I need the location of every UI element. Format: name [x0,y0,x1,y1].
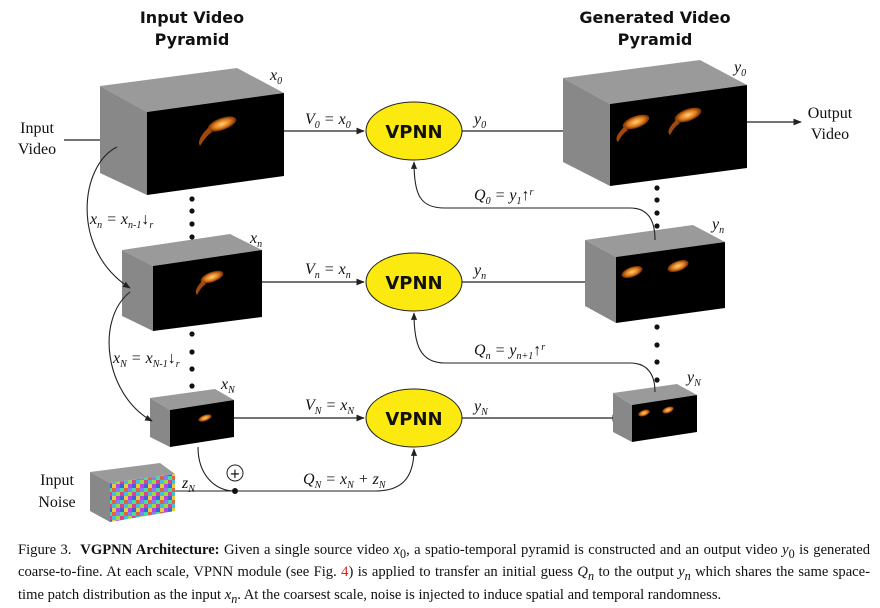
upsample-arrow-qn [410,312,656,393]
downsample-arrow-n [86,146,131,289]
input-video-label-2: Video [18,141,56,158]
input-noise-label-2: Noise [38,494,75,511]
caption-title: VGPNN Architecture: [80,542,220,558]
header-line-2: Pyramid [618,30,693,49]
svg-text:VPNN: VPNN [385,409,442,430]
cube-zN-noise [90,463,175,522]
qn-eq: Qn = yn+1↑r [474,342,545,362]
figure-caption: Figure 3. VGPNN Architecture: Given a si… [18,542,870,606]
input-video-label-1: Input [20,120,54,137]
cube-xn [122,234,262,331]
yn-edge-label: yn [472,262,486,282]
q0-eq: Q0 = y1↑r [474,187,533,207]
xn-downsample-eq: xn = xn-1↓r [89,211,153,231]
output-video-label-2: Video [811,126,849,143]
vpnn-module-n: VPNN [365,252,463,312]
figure-reference-link[interactable]: 4 [341,564,349,581]
cube-x0 [100,68,284,195]
goldfish-icon [668,107,702,135]
vpnn-module-N: VPNN [365,388,463,448]
header-line-1: Input Video [140,8,244,27]
ellipsis-dots-output [654,185,660,383]
plus-operator-icon: + [226,464,244,482]
goldfish-icon [198,414,212,422]
cube-yn [585,225,725,323]
goldfish-icon [638,409,650,417]
vpnn-module-0: VPNN [365,101,463,161]
v0-eq: V0 = x0 [305,111,351,131]
generated-pyramid-header: Generated Video Pyramid [579,8,730,49]
yN-label: yN [685,369,702,389]
xn-label: xn [249,230,262,250]
header-line-1: Generated Video [579,8,730,27]
qN-eq: QN = xN + zN [303,471,387,491]
yN-edge-label: yN [472,398,489,418]
svg-text:VPNN: VPNN [385,273,442,294]
yn-label: yn [710,216,724,236]
vN-eq: VN = xN [305,397,355,417]
svg-text:+: + [230,467,241,482]
junction-dot [232,488,238,494]
output-video-label-1: Output [808,105,853,122]
vn-eq: Vn = xn [305,261,351,281]
xN-downsample-eq: xN = xN-1↓r [112,350,180,370]
upsample-arrow-q0 [410,161,656,241]
zN-label: zN [181,475,196,495]
downsample-arrow-N [108,291,153,422]
y0-label: y0 [732,59,746,79]
cube-yN [613,384,697,442]
architecture-diagram: Input Video Pyramid Generated Video Pyra… [18,8,853,522]
xN-label: xN [220,376,236,396]
figure-label: Figure 3. [18,542,72,558]
y0-edge-label: y0 [472,111,486,131]
cube-y0 [563,60,747,186]
goldfish-icon [199,116,237,146]
input-pyramid-header: Input Video Pyramid [140,8,244,49]
goldfish-icon [616,114,650,142]
header-line-2: Pyramid [155,30,230,49]
goldfish-icon [667,259,689,273]
goldfish-icon [195,270,224,295]
input-noise-label-1: Input [40,472,74,489]
svg-text:VPNN: VPNN [385,122,442,143]
x0-label: x0 [269,67,282,87]
goldfish-icon [662,406,674,414]
goldfish-icon [621,265,643,279]
qN-arrow [175,448,418,492]
ellipsis-dots-input [189,196,195,389]
cube-xN [150,389,234,447]
